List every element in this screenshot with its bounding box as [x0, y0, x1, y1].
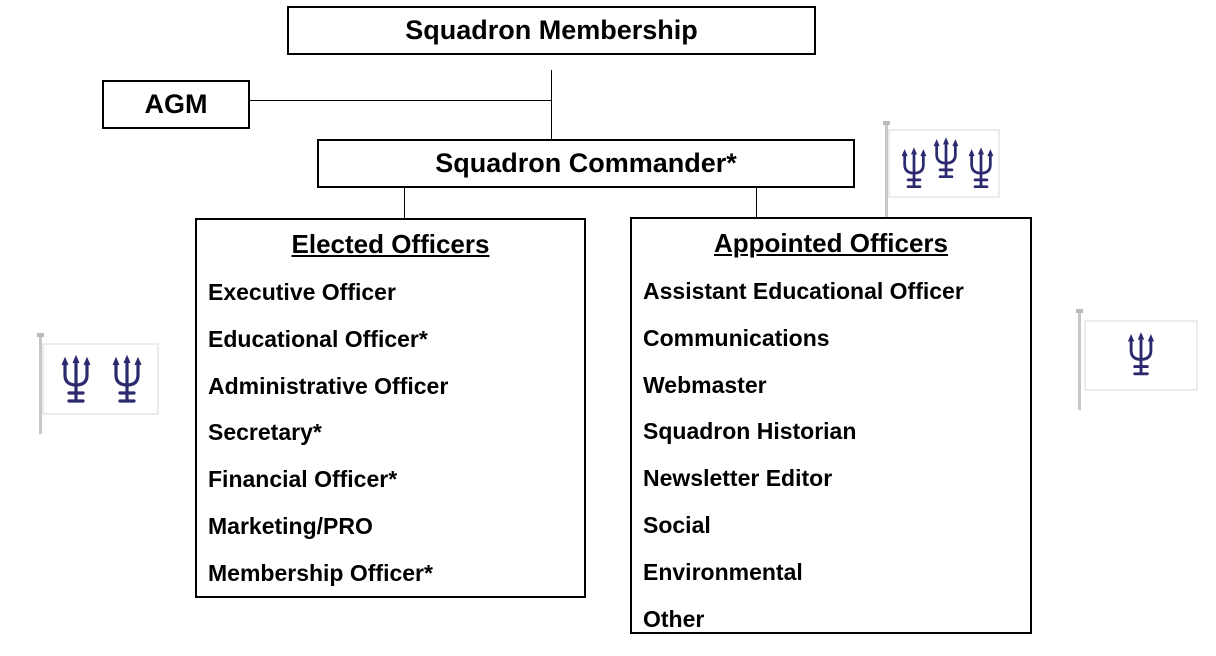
trident-icon [933, 137, 959, 179]
list-item: Educational Officer* [208, 325, 428, 352]
trident-icon [112, 354, 142, 403]
squadron-commander-box: Squadron Commander* [317, 139, 855, 188]
appointed-officers-list: Assistant Educational Officer Communicat… [643, 279, 964, 653]
appointed-officers-title: Appointed Officers [713, 228, 948, 258]
trident-icon [61, 354, 91, 403]
flag-three-tridents-icon [883, 121, 1000, 217]
list-item: Environmental [643, 558, 803, 585]
connector-membership-to-commander [551, 70, 552, 139]
agm-box: AGM [102, 80, 250, 129]
appointed-officers-panel: Appointed Officers Assistant Educational… [630, 217, 1032, 634]
list-item: Secretary* [208, 419, 322, 446]
squadron-commander-label: Squadron Commander* [435, 148, 737, 178]
list-item: Membership Officer* [208, 559, 433, 586]
list-item: Social [643, 511, 711, 538]
squadron-membership-box: Squadron Membership [287, 6, 816, 55]
elected-officers-list: Executive Officer Educational Officer* A… [208, 280, 448, 608]
list-item: Communications [643, 324, 830, 351]
flag-one-trident-icon [1076, 309, 1198, 410]
trident-icon [901, 147, 927, 189]
elected-officers-title: Elected Officers [291, 229, 490, 259]
trident-icon [1127, 332, 1155, 376]
list-item: Assistant Educational Officer [643, 278, 964, 304]
connector-agm [250, 100, 552, 101]
connector-commander-to-elected [404, 187, 405, 218]
connector-commander-to-appointed [756, 187, 757, 218]
list-item: Administrative Officer [208, 372, 449, 399]
list-item: Newsletter Editor [643, 465, 833, 492]
list-item: Other [643, 605, 705, 632]
list-item: Webmaster [643, 371, 767, 398]
list-item: Financial Officer* [208, 466, 398, 493]
list-item: Marketing/PRO [208, 512, 373, 539]
trident-icon [968, 147, 994, 189]
flag-two-tridents-icon [37, 333, 159, 434]
list-item: Executive Officer [208, 279, 396, 305]
elected-officers-panel: Elected Officers Executive Officer Educa… [195, 218, 586, 598]
list-item: Squadron Historian [643, 418, 857, 445]
agm-label: AGM [144, 89, 208, 119]
squadron-membership-label: Squadron Membership [405, 15, 698, 45]
